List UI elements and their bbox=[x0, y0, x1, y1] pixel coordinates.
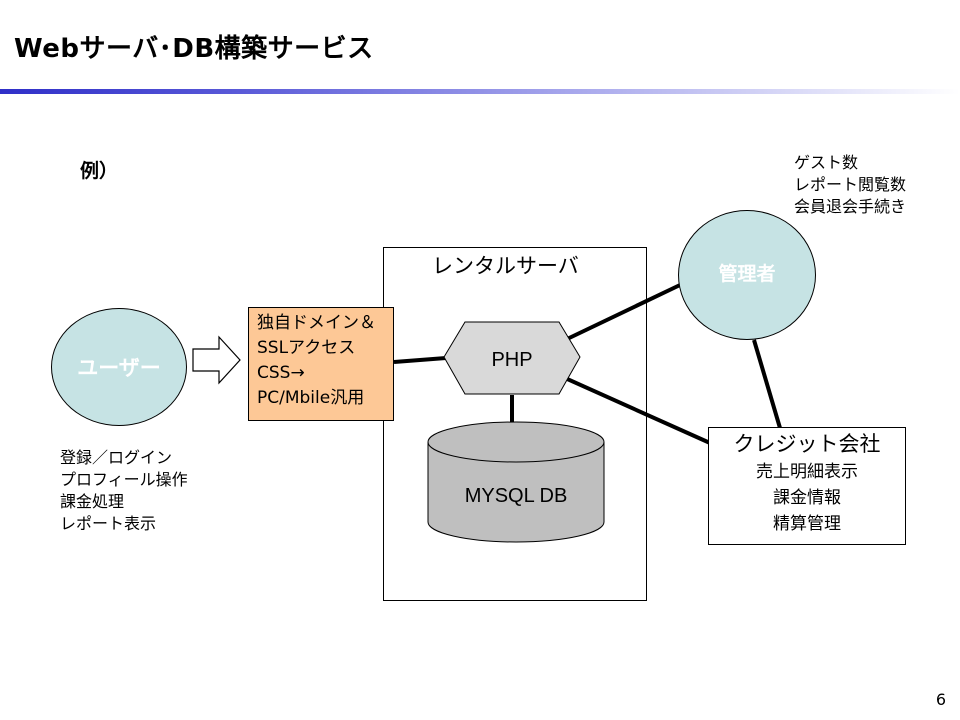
user-notes: 登録／ログイン プロフィール操作 課金処理 レポート表示 bbox=[60, 447, 188, 535]
credit-line: 精算管理 bbox=[773, 514, 841, 534]
user-circle: ユーザー bbox=[51, 308, 187, 426]
feature-line: 独自ドメイン＆ bbox=[257, 313, 376, 333]
user-note: 登録／ログイン bbox=[60, 448, 173, 467]
php-credit-line bbox=[564, 376, 711, 445]
credit-line: 課金情報 bbox=[773, 488, 841, 508]
admin-label: 管理者 bbox=[718, 262, 776, 285]
user-note: プロフィール操作 bbox=[60, 470, 188, 489]
php-hexagon bbox=[443, 321, 581, 395]
credit-company-title: クレジット会社 bbox=[733, 432, 881, 456]
credit-company-box: クレジット会社 売上明細表示 課金情報 精算管理 bbox=[708, 427, 906, 545]
php-admin-line bbox=[564, 283, 681, 342]
php-label: PHP bbox=[491, 349, 532, 371]
credit-line: 売上明細表示 bbox=[756, 462, 858, 482]
user-note: 課金処理 bbox=[60, 492, 125, 511]
admin-note: ゲスト数 bbox=[794, 153, 859, 172]
admin-note: レポート閲覧数 bbox=[794, 175, 907, 194]
admin-notes: ゲスト数 レポート閲覧数 会員退会手続き bbox=[794, 152, 906, 218]
db-cylinder-body bbox=[427, 442, 605, 543]
title-underline bbox=[0, 89, 960, 94]
feature-php-line bbox=[393, 356, 447, 364]
db-label: MYSQL DB bbox=[465, 485, 568, 507]
db-cylinder-top bbox=[427, 421, 605, 463]
admin-circle: 管理者 bbox=[678, 210, 816, 340]
slide-title: Webサーバ･DB構築サービス bbox=[14, 34, 374, 64]
user-arrow-icon bbox=[192, 335, 241, 385]
feature-line: SSLアクセス bbox=[257, 338, 356, 358]
page-number: 6 bbox=[935, 690, 946, 709]
rental-server-label: レンタルサーバ bbox=[432, 254, 579, 278]
admin-credit-line bbox=[752, 339, 782, 429]
user-label: ユーザー bbox=[77, 356, 161, 380]
feature-box: 独自ドメイン＆ SSLアクセス CSS→ PC/Mbile汎用 bbox=[248, 307, 394, 421]
feature-line: CSS→ bbox=[257, 363, 305, 383]
feature-line: PC/Mbile汎用 bbox=[257, 388, 365, 408]
example-label: 例） bbox=[80, 160, 119, 182]
user-note: レポート表示 bbox=[60, 514, 157, 533]
admin-note: 会員退会手続き bbox=[794, 197, 907, 216]
